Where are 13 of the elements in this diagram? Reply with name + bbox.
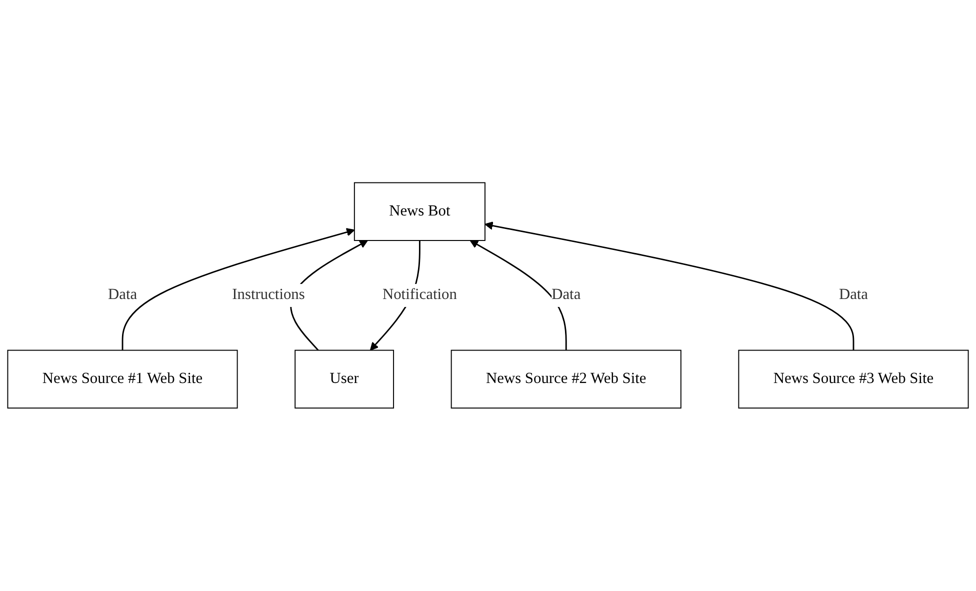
arrow: [484, 222, 854, 350]
node-box: News Source #3 Web Site: [738, 350, 969, 409]
edge-label: Data: [108, 286, 138, 304]
node-box: News Bot: [354, 182, 486, 242]
node-box: News Source #2 Web Site: [450, 350, 682, 409]
edge-label: Data: [838, 286, 868, 304]
edge-label: Notification: [382, 286, 457, 304]
node-box: News Source #1 Web Site: [7, 350, 238, 409]
arrow: [470, 240, 567, 350]
node-box: User: [294, 350, 394, 409]
arrow: [122, 228, 355, 350]
edge-label: Data: [552, 286, 581, 304]
edge-label: Instructions: [232, 286, 305, 304]
